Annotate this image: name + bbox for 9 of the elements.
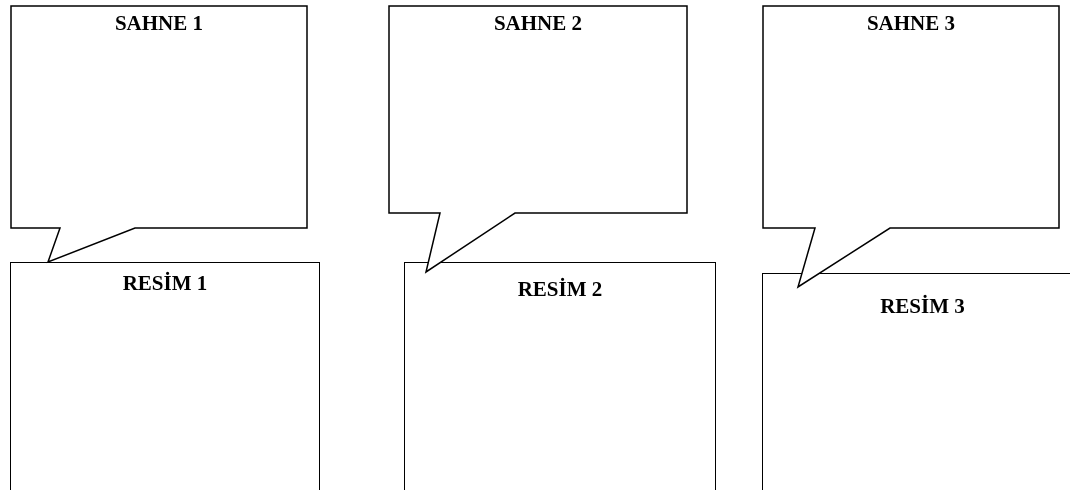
picture-frame [10, 262, 320, 490]
picture-frame [762, 273, 1070, 490]
heading: SAHNE 1 [114, 11, 204, 35]
heading: SAHNE 2 [493, 11, 583, 35]
heading: RESİM 2 [517, 277, 603, 301]
heading: RESİM 1 [122, 271, 208, 295]
picture-frame [404, 262, 716, 490]
heading: SAHNE 3 [866, 11, 956, 35]
heading: RESİM 3 [880, 294, 965, 318]
